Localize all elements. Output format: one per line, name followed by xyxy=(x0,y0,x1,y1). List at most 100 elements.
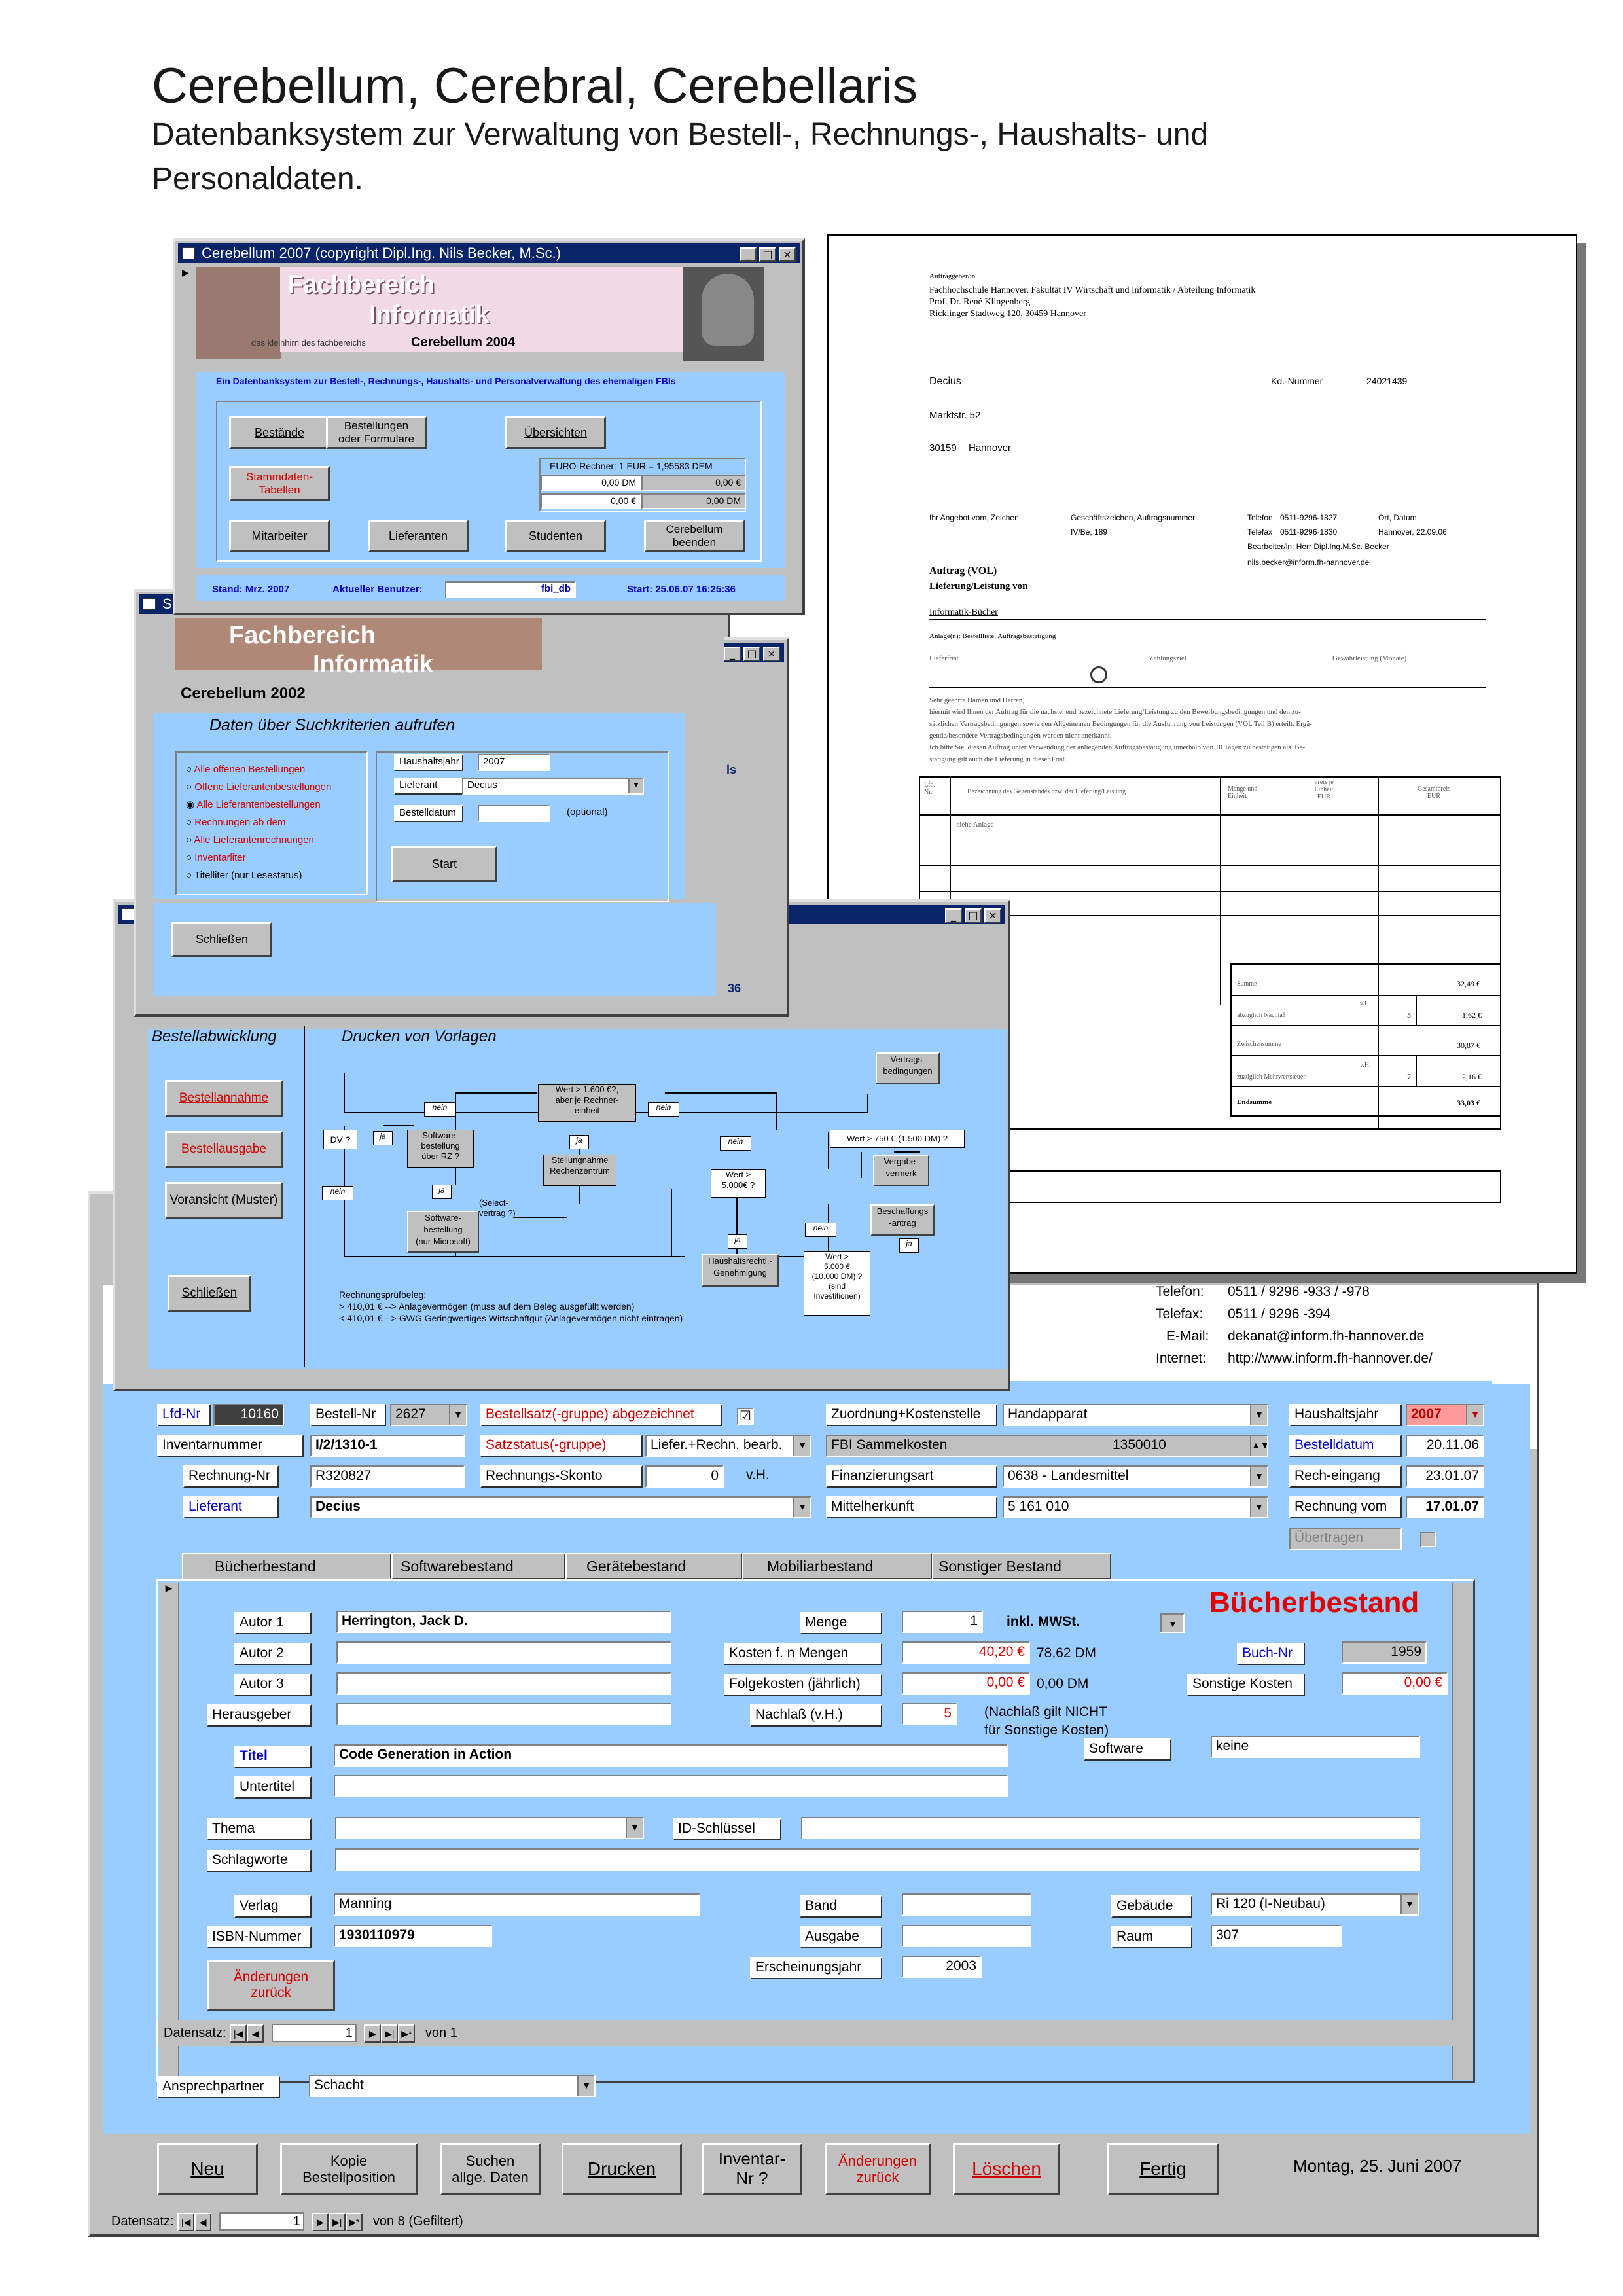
search-option[interactable]: ○ Offene Lieferantenbestellungen xyxy=(186,778,331,796)
such-schliessen-button-2[interactable]: Schließen xyxy=(171,922,272,957)
ausgabe-field[interactable] xyxy=(902,1925,1031,1947)
such-lieferant-field[interactable]: Decius▼ xyxy=(462,778,644,795)
chevron-down-icon[interactable]: ▼ xyxy=(1250,1498,1267,1517)
maximize-icon[interactable]: □ xyxy=(759,247,776,262)
tab-mobiliar[interactable]: Mobiliarbestand xyxy=(742,1553,932,1579)
id-field[interactable] xyxy=(801,1817,1420,1839)
bestelldatum-field[interactable]: 20.11.06 xyxy=(1406,1435,1484,1457)
bestaende-button[interactable]: Bestände xyxy=(229,416,330,449)
chevron-down-icon[interactable]: ▼ xyxy=(1250,1405,1267,1425)
last-record-icon[interactable]: ▶| xyxy=(329,2213,346,2231)
search-option[interactable]: ○ Rechnungen ab dem xyxy=(186,814,331,831)
chevron-down-icon[interactable]: ▼ xyxy=(1161,1615,1183,1632)
radio-icon[interactable]: ○ xyxy=(186,834,194,846)
bestellnr-field[interactable]: 2627▼ xyxy=(390,1404,467,1426)
studenten-button[interactable]: Studenten xyxy=(505,520,606,552)
chevron-down-icon[interactable]: ▼ xyxy=(1400,1895,1418,1914)
autor2-field[interactable] xyxy=(336,1641,671,1664)
first-record-icon[interactable]: |◀ xyxy=(177,2213,195,2231)
chevron-down-icon[interactable]: ▼ xyxy=(793,1498,810,1517)
record-number[interactable]: 1 xyxy=(271,2024,357,2042)
minimize-icon[interactable]: _ xyxy=(724,647,741,661)
satz-checkbox[interactable]: ☑ xyxy=(737,1408,754,1425)
euro-eur-field-2[interactable]: 0,00 € xyxy=(541,493,641,509)
such-hhjahr-field[interactable]: 2007 xyxy=(478,754,550,771)
autor3-field[interactable] xyxy=(336,1672,671,1695)
ansprech-field[interactable]: Schacht▼ xyxy=(309,2075,596,2097)
search-option[interactable]: ○ Titelliter (nur Lesestatus) xyxy=(186,867,331,884)
magnifier-icon[interactable] xyxy=(1090,666,1107,683)
uebersichten-button[interactable]: Übersichten xyxy=(505,416,606,449)
next-record-icon[interactable]: ▶ xyxy=(312,2213,329,2231)
such-start-button[interactable]: Start xyxy=(391,846,497,882)
uebertragen-field[interactable]: Übertragen xyxy=(1289,1528,1402,1550)
untertitel-field[interactable] xyxy=(334,1775,1008,1797)
radio-icon[interactable]: ○ xyxy=(186,781,195,793)
maximize-icon[interactable]: □ xyxy=(743,647,760,661)
software-field[interactable]: keine xyxy=(1211,1736,1420,1758)
kosten-field[interactable]: 40,20 € xyxy=(902,1641,1030,1664)
such-bestelldatum-field[interactable] xyxy=(478,805,550,822)
inventar-button[interactable]: Inventar- Nr ? xyxy=(702,2143,802,2195)
bestell-schliessen-button[interactable]: Schließen xyxy=(168,1275,251,1312)
isbn-field[interactable]: 1930110979 xyxy=(334,1925,492,1947)
rechnr-field[interactable]: R320827 xyxy=(310,1465,465,1488)
radio-icon[interactable]: ○ xyxy=(186,852,195,863)
hhjahr-field[interactable]: 2007▼ xyxy=(1406,1404,1484,1426)
radio-icon[interactable]: ○ xyxy=(186,870,194,881)
zuordnung-field[interactable]: Handapparat▼ xyxy=(1003,1404,1268,1426)
vertical-scrollbar[interactable] xyxy=(1452,1583,1472,2080)
radio-icon[interactable]: ◉ xyxy=(186,799,197,810)
loeschen-button[interactable]: Löschen xyxy=(953,2143,1060,2195)
chevron-down-icon[interactable]: ▼ xyxy=(1466,1405,1483,1425)
gebaeude-field[interactable]: Ri 120 (I-Neubau)▼ xyxy=(1211,1893,1419,1916)
chevron-down-icon[interactable]: ▼ xyxy=(1250,1467,1267,1486)
close-icon[interactable]: × xyxy=(763,647,780,661)
fertig-button[interactable]: Fertig xyxy=(1107,2143,1219,2195)
tab-sonstiger[interactable]: Sonstiger Bestand xyxy=(932,1553,1111,1579)
record-selector[interactable]: ▶ xyxy=(160,1583,179,2080)
minimize-icon[interactable]: _ xyxy=(945,908,962,923)
last-record-icon[interactable]: ▶| xyxy=(381,2024,399,2043)
schlag-field[interactable] xyxy=(335,1848,1420,1871)
finanz-field[interactable]: 0638 - Landesmittel▼ xyxy=(1003,1465,1268,1488)
chevron-down-icon[interactable]: ▼ xyxy=(793,1436,810,1456)
recheingang-field[interactable]: 23.01.07 xyxy=(1406,1465,1484,1488)
next-record-icon[interactable]: ▶ xyxy=(364,2024,382,2043)
satzstatus-field[interactable]: Liefer.+Rechn. bearb.▼ xyxy=(645,1435,812,1457)
raum-field[interactable]: 307 xyxy=(1211,1925,1342,1947)
scroll-arrows-icon[interactable]: ▲▼ xyxy=(1250,1436,1267,1456)
sonstige-field[interactable]: 0,00 € xyxy=(1342,1672,1448,1695)
neu-button[interactable]: Neu xyxy=(157,2143,258,2195)
prev-record-icon[interactable]: ◀ xyxy=(247,2024,264,2043)
w1-benutzer-field[interactable]: fbi_db xyxy=(445,581,576,598)
inventar-field[interactable]: I/2/1310-1 xyxy=(310,1435,465,1457)
bestellungen-button[interactable]: Bestellungen oder Formulare xyxy=(326,416,427,449)
buchnr-field[interactable]: 1959 xyxy=(1342,1641,1427,1664)
lfdnr-field[interactable]: 10160 xyxy=(213,1404,284,1426)
stammdaten-button[interactable]: Stammdaten- Tabellen xyxy=(229,466,330,501)
minimize-icon[interactable]: _ xyxy=(740,247,757,262)
beenden-button[interactable]: Cerebellum beenden xyxy=(644,520,745,552)
menge-field[interactable]: 1 xyxy=(902,1611,983,1633)
verlag-field[interactable]: Manning xyxy=(334,1893,700,1916)
autor1-field[interactable]: Herrington, Jack D. xyxy=(336,1611,671,1633)
maximize-icon[interactable]: □ xyxy=(965,908,982,923)
erschein-field[interactable]: 2003 xyxy=(902,1956,982,1978)
aenderungen-zurueck-button[interactable]: Änderungen zurück xyxy=(207,1960,335,2011)
prev-record-icon[interactable]: ◀ xyxy=(194,2213,212,2231)
mwst-dropdown[interactable]: ▼ xyxy=(1160,1613,1185,1633)
bestellausgabe-button[interactable]: Bestellausgabe xyxy=(165,1131,283,1168)
tab-software[interactable]: Softwarebestand xyxy=(391,1553,565,1579)
kopie-button[interactable]: Kopie Bestellposition xyxy=(280,2143,418,2195)
drucken-button[interactable]: Drucken xyxy=(562,2143,682,2195)
nachlass-field[interactable]: 5 xyxy=(902,1703,957,1725)
lieferant-field[interactable]: Decius▼ xyxy=(310,1496,812,1518)
chevron-down-icon[interactable]: ▼ xyxy=(449,1405,466,1425)
thema-field[interactable]: ▼ xyxy=(335,1817,644,1839)
chevron-down-icon[interactable]: ▼ xyxy=(577,2076,594,2096)
folge-field[interactable]: 0,00 € xyxy=(902,1672,1030,1695)
mitarbeiter-button[interactable]: Mitarbeiter xyxy=(229,520,330,552)
band-field[interactable] xyxy=(902,1893,1031,1916)
